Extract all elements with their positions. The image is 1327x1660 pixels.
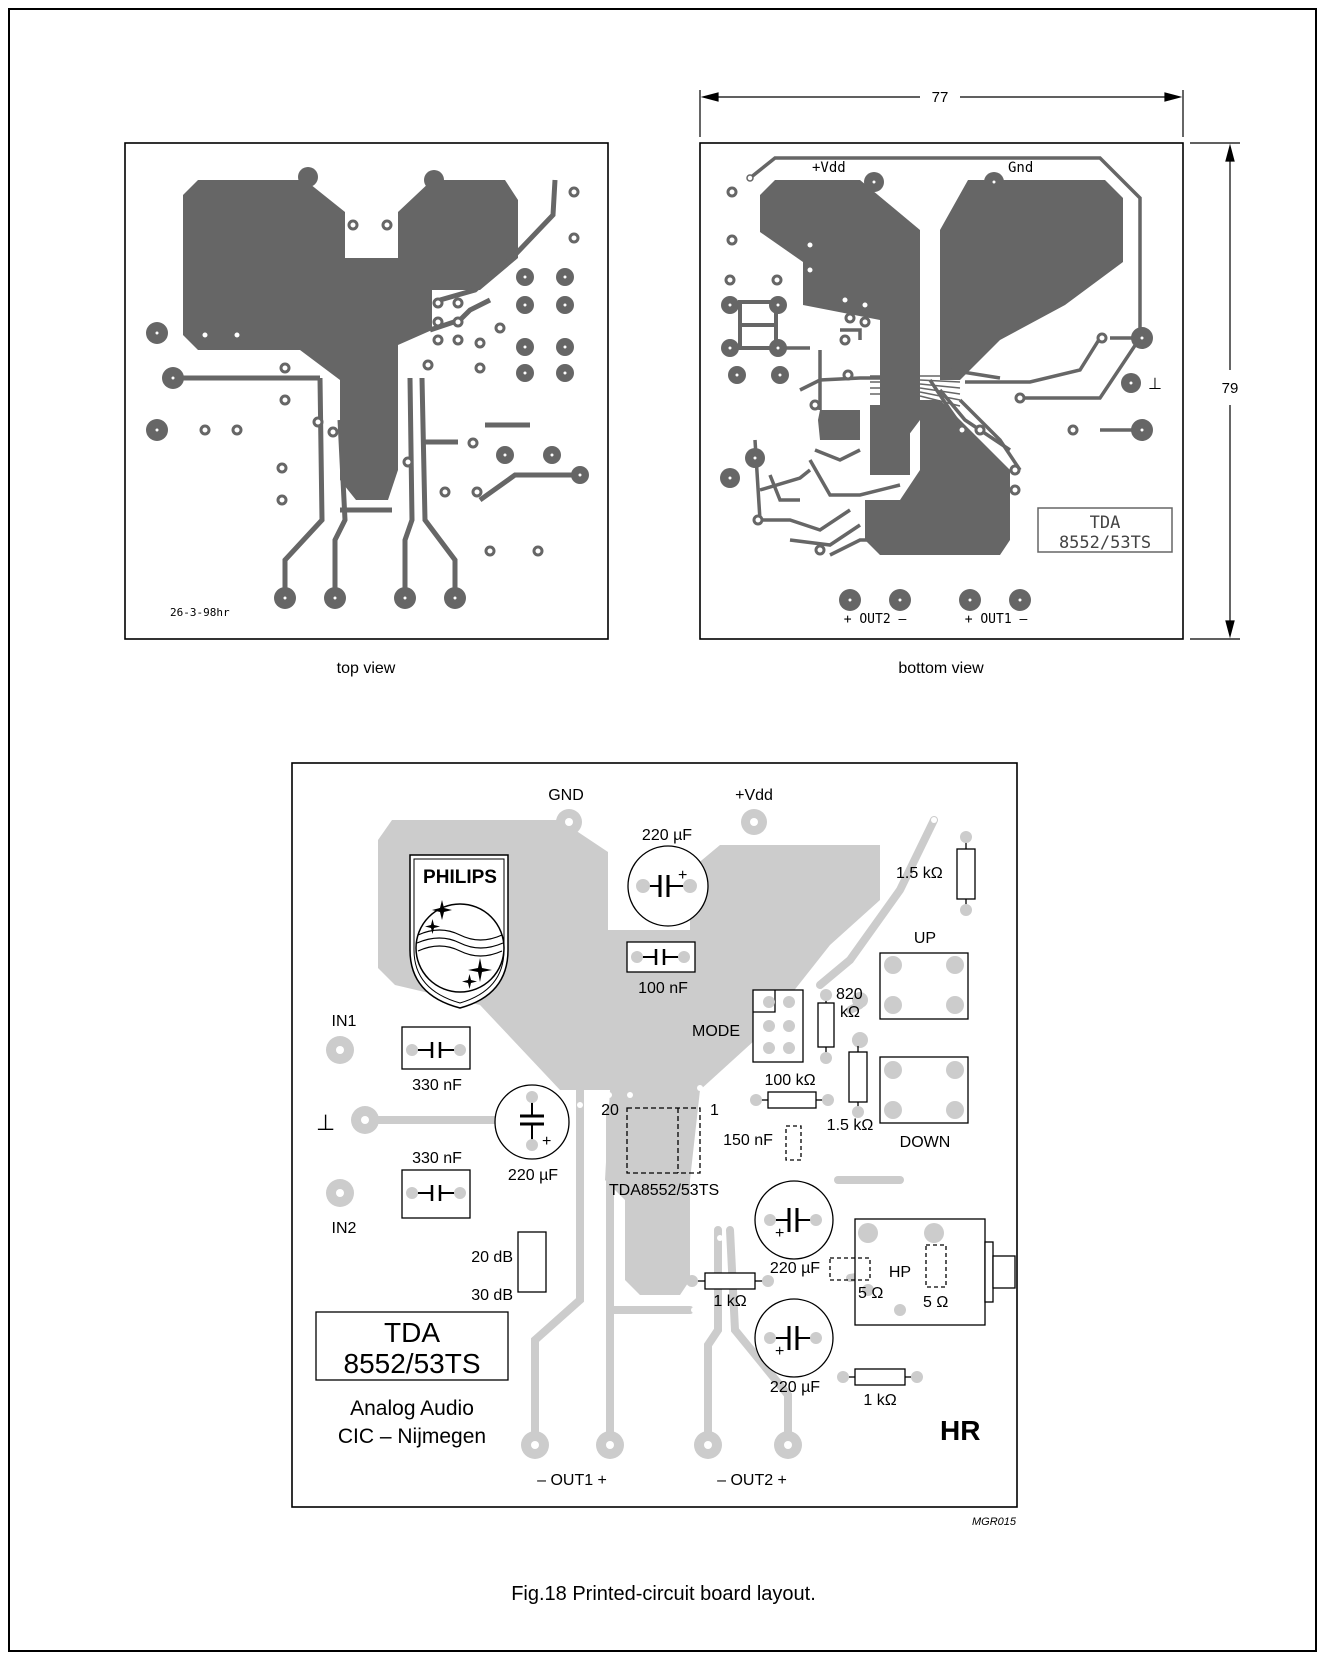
bottom-view-out2-label: + OUT2 – <box>844 612 907 627</box>
resistor-1k5-top-label: 1.5 kΩ <box>896 865 943 882</box>
assembly-gnd-label: GND <box>548 787 584 804</box>
resistor-100k-label: 100 kΩ <box>764 1072 815 1089</box>
chip-box-line2: 8552/53TS <box>344 1348 481 1379</box>
figure-code: MGR015 <box>972 1516 1017 1528</box>
assembly-board: PHILIPS <box>291 762 1018 1508</box>
cap-150nf-label: 150 nF <box>723 1132 773 1149</box>
chip-box-line1: TDA <box>384 1317 440 1348</box>
cap-100nf-label: 100 nF <box>638 980 688 997</box>
top-view-date-code: 26-3-98hr <box>170 606 230 619</box>
cap-330nf-top-label: 330 nF <box>412 1077 462 1094</box>
bottom-view-copper-pour-right <box>940 180 1123 380</box>
gain-20db-label: 20 dB <box>471 1249 513 1266</box>
hp-label: HP <box>889 1264 911 1281</box>
figure-caption-text: Fig.18 Printed-circuit board layout. <box>511 1583 816 1605</box>
philips-logo-globe <box>415 903 505 993</box>
bottom-view-board: 77 79 <box>699 89 1240 640</box>
bottom-view-chip-line1: TDA <box>1090 513 1121 533</box>
resistor-5ohm-2-label: 5 Ω <box>923 1294 948 1311</box>
cap-220uf-left-plus: + <box>542 1133 551 1150</box>
ic-pin20-label: 20 <box>601 1102 619 1119</box>
top-view-board: 26-3-98hr <box>124 142 609 640</box>
resistor-1k-mid-label: 1 kΩ <box>713 1293 746 1310</box>
bottom-view-chip-label-box <box>1037 507 1173 553</box>
cap-220uf-mid-label: 220 µF <box>770 1260 820 1277</box>
cap-220uf-mid-plus: + <box>775 1225 784 1242</box>
bottom-view-out1-label: + OUT1 – <box>965 612 1028 627</box>
cap-330nf-bottom-label: 330 nF <box>412 1150 462 1167</box>
bottom-view-gnd-label: Gnd <box>1008 160 1033 176</box>
cap-220uf-bot-plus: + <box>775 1343 784 1360</box>
in2-label: IN2 <box>332 1220 357 1237</box>
bottom-view-chip-line2: 8552/53TS <box>1059 533 1151 553</box>
up-label: UP <box>914 930 936 947</box>
page-frame <box>8 8 1317 1652</box>
figure-caption: Fig.18 Printed-circuit board layout. <box>0 1583 1327 1606</box>
cap-220uf-left-label: 220 µF <box>508 1167 558 1184</box>
resistor-820k-label-1: 820 <box>836 986 863 1003</box>
ic-part-label: TDA8552/53TS <box>609 1182 719 1199</box>
cap-220uf-bot-label: 220 µF <box>770 1379 820 1396</box>
in1-label: IN1 <box>332 1013 357 1030</box>
ic-pin1-label: 1 <box>710 1102 719 1119</box>
philips-logo-text: PHILIPS <box>423 867 497 888</box>
out1-label: – OUT1 + <box>537 1472 607 1489</box>
gain-30db-label: 30 dB <box>471 1287 513 1304</box>
bottom-view-ground-symbol: ⊥ <box>1148 376 1162 393</box>
assembly-ground-symbol: ⊥ <box>316 1110 335 1135</box>
dimension-width-label: 77 <box>932 89 949 106</box>
maker-line2: CIC – Nijmegen <box>338 1425 486 1448</box>
cap-220uf-top-plus: + <box>678 867 687 884</box>
down-label: DOWN <box>900 1134 951 1151</box>
top-view-copper-pour <box>183 180 518 500</box>
resistor-5ohm-1-label: 5 Ω <box>858 1285 883 1302</box>
resistor-820k-label-2: kΩ <box>840 1004 860 1021</box>
maker-line1: Analog Audio <box>350 1397 474 1420</box>
bottom-view-copper-pour-bottom <box>865 400 1010 555</box>
resistor-1k-bot-label: 1 kΩ <box>863 1392 896 1409</box>
top-view-caption: top view <box>337 660 396 677</box>
mode-label: MODE <box>692 1023 740 1040</box>
dimension-height-label: 79 <box>1222 380 1239 397</box>
assembly-vdd-label: +Vdd <box>735 787 773 804</box>
out2-label: – OUT2 + <box>717 1472 787 1489</box>
resistor-1k5-mid-label: 1.5 kΩ <box>827 1117 874 1134</box>
philips-logo: PHILIPS <box>409 854 509 1009</box>
bottom-view-vdd-label: +Vdd <box>812 160 846 176</box>
hr-mark: HR <box>940 1415 980 1446</box>
cap-220uf-top-label: 220 µF <box>642 827 692 844</box>
bottom-view-caption: bottom view <box>898 660 984 677</box>
